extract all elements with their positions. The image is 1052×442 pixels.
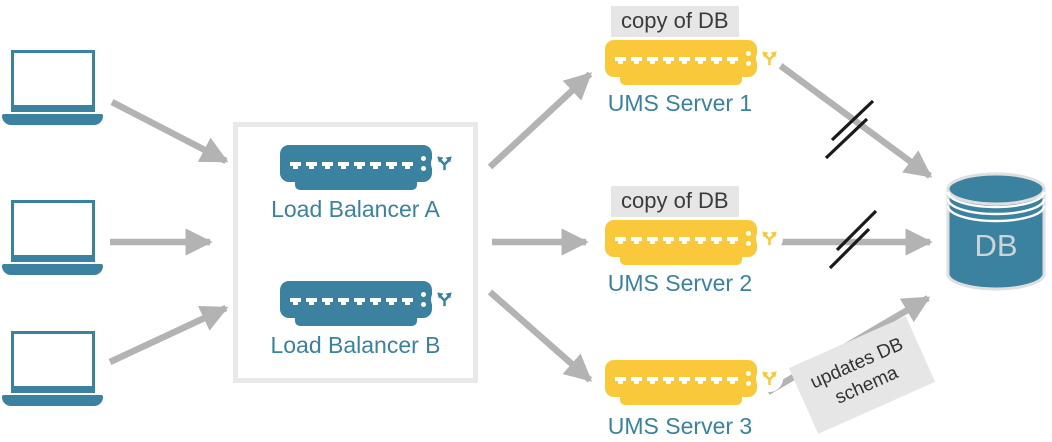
database-icon: DB (946, 172, 1046, 291)
arrow-ums1-to-db (768, 55, 933, 179)
load-balancer-a-label: Load Balancer A (271, 196, 440, 222)
server-leds (421, 156, 426, 171)
branch-arrows-icon (756, 45, 783, 72)
ums-server-3-label: UMS Server 3 (607, 413, 753, 439)
laptop-base (2, 264, 103, 275)
arrow-client1-to-lb (110, 99, 229, 164)
load-balancer-icon (280, 281, 458, 326)
server-body (280, 281, 458, 318)
server-ports (290, 297, 413, 305)
client-laptop-icon (2, 331, 103, 406)
server-body (605, 220, 783, 257)
client-laptop-icon (2, 200, 103, 275)
ums-server-icon (605, 360, 783, 405)
ums-server-icon (605, 40, 783, 85)
server-base (620, 396, 742, 405)
arrow-lb-to-ums3 (487, 289, 593, 383)
server-body (605, 360, 783, 397)
database-label: DB (974, 228, 1017, 263)
copy-of-db-badge: copy of DB (611, 186, 739, 217)
laptop-screen (10, 50, 95, 112)
laptop-screen (10, 200, 95, 262)
branch-arrows-icon (756, 365, 783, 392)
ums-server-1-label: UMS Server 1 (607, 90, 753, 116)
server-ports (615, 236, 738, 244)
server-ports (615, 56, 738, 64)
server-ports (290, 161, 413, 169)
client-laptop-icon (2, 50, 103, 125)
broken-link-slashes-icon (824, 99, 878, 270)
server-base (295, 317, 417, 326)
server-body (605, 40, 783, 77)
server-leds (746, 51, 751, 66)
server-leds (746, 231, 751, 246)
branch-arrows-icon (756, 225, 783, 252)
arrow-lb-to-ums1 (487, 71, 593, 170)
server-leds (421, 292, 426, 307)
laptop-base (2, 114, 103, 125)
server-leds (746, 371, 751, 386)
ums-server-2-label: UMS Server 2 (607, 270, 753, 296)
arrow-client3-to-lb (108, 305, 229, 365)
server-base (620, 76, 742, 85)
copy-of-db-badge: copy of DB (611, 6, 739, 37)
server-body (280, 145, 458, 182)
server-base (620, 256, 742, 265)
server-ports (615, 376, 738, 384)
load-balancer-b-label: Load Balancer B (270, 332, 441, 358)
branch-arrows-icon (431, 150, 458, 177)
ums-server-icon (605, 220, 783, 265)
laptop-base (2, 395, 103, 406)
laptop-screen (10, 331, 95, 393)
load-balancer-icon (280, 145, 458, 190)
server-base (295, 181, 417, 190)
branch-arrows-icon (431, 286, 458, 313)
